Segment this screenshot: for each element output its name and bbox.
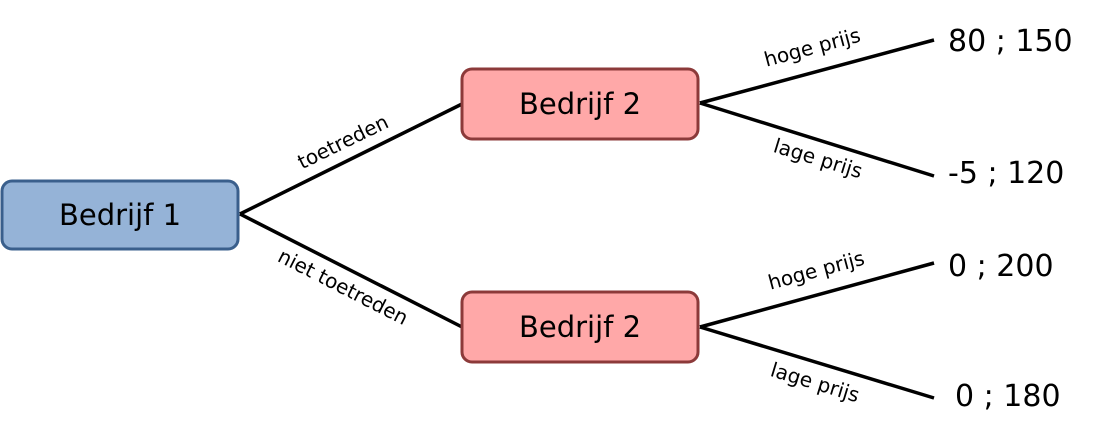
edge-top-low: [699, 101, 935, 178]
node-label: Bedrijf 2: [519, 310, 641, 344]
node-label: Bedrijf 2: [519, 87, 641, 121]
edge-enter: [239, 102, 463, 216]
edge-bottom-high: [699, 261, 935, 329]
payoff-top-low: -5 ; 120: [948, 156, 1064, 191]
edge-label-not-enter: niet toetreden: [274, 244, 412, 330]
edge-bottom-low: [699, 325, 935, 400]
payoff-bottom-low: 0 ; 180: [955, 379, 1061, 414]
node-bedrijf-2-bottom: Bedrijf 2: [460, 290, 700, 364]
node-bedrijf-2-top: Bedrijf 2: [460, 67, 700, 141]
node-label: Bedrijf 1: [59, 198, 181, 232]
node-bedrijf-1: Bedrijf 1: [0, 179, 240, 251]
payoff-top-high: 80 ; 150: [948, 24, 1073, 59]
edge-top-high: [699, 38, 935, 105]
payoff-bottom-high: 0 ; 200: [948, 249, 1054, 284]
edge-not-enter: [239, 212, 463, 329]
edge-label-bottom-low: lage prijs: [768, 357, 863, 407]
